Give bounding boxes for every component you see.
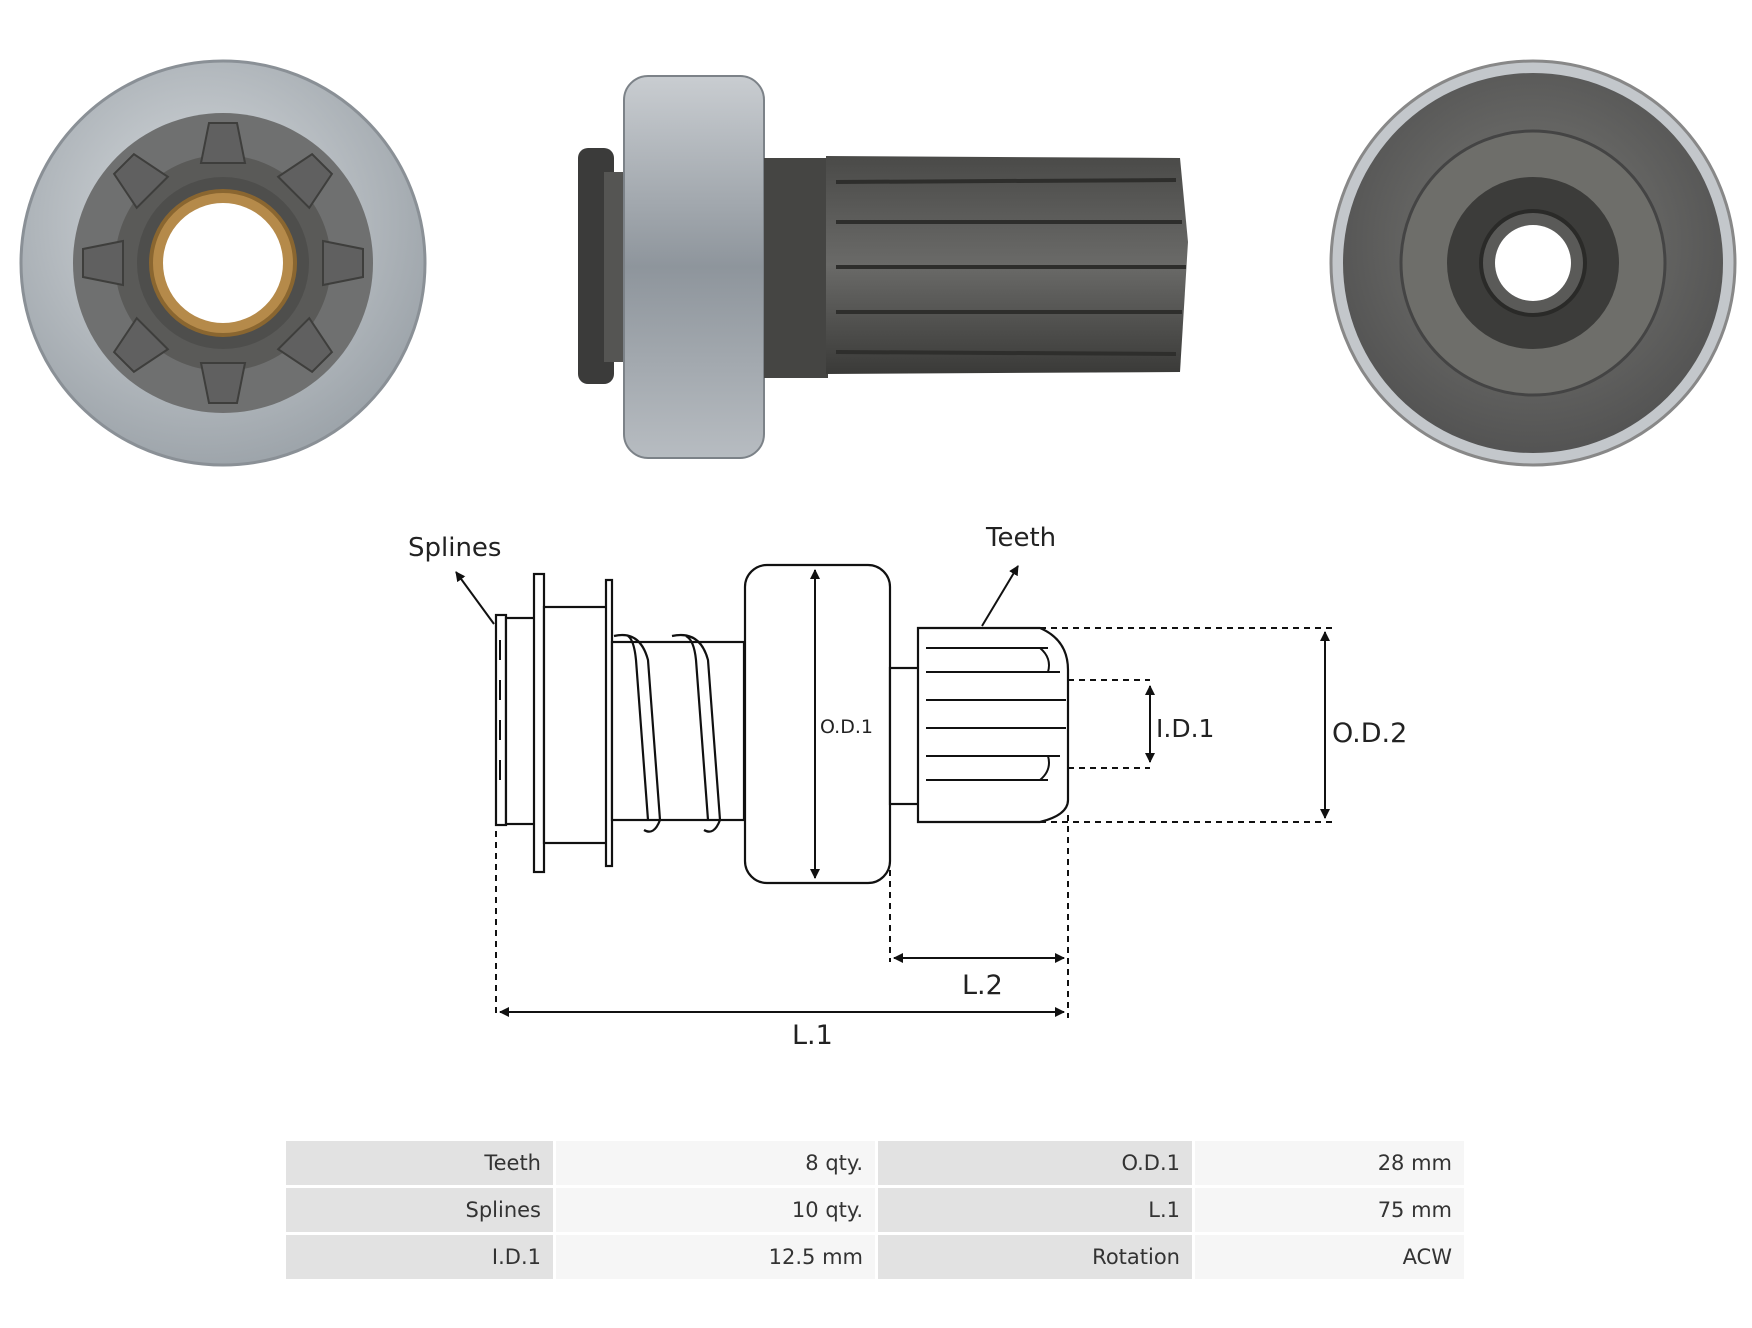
spec-label: I.D.1	[286, 1235, 553, 1279]
extension-lines	[495, 627, 1332, 1018]
table-row: Splines 10 qty. L.1 75 mm	[286, 1188, 1464, 1232]
spec-value: 10 qty.	[556, 1188, 875, 1232]
spec-value: 12.5 mm	[556, 1235, 875, 1279]
splines-label: Splines	[408, 533, 501, 563]
table-row: Teeth 8 qty. O.D.1 28 mm	[286, 1141, 1464, 1185]
rear-bore	[1495, 225, 1571, 301]
teeth-pointer	[981, 565, 1019, 627]
spec-table: Teeth 8 qty. O.D.1 28 mm Splines 10 qty.…	[283, 1138, 1467, 1282]
spec-label: Rotation	[878, 1235, 1192, 1279]
side-view-photo	[578, 75, 1188, 459]
l1-label: L.1	[792, 1020, 833, 1051]
splines-pointer	[455, 571, 495, 625]
dimension-arrows	[455, 565, 1330, 1017]
spline-end	[504, 616, 538, 826]
spec-value: 28 mm	[1195, 1141, 1464, 1185]
pinion-body	[916, 626, 1070, 824]
spring-coils	[613, 633, 722, 833]
id1-label: I.D.1	[1156, 714, 1214, 743]
spring-barrel	[610, 640, 746, 822]
bore	[163, 203, 283, 323]
pinion-teeth-lines	[926, 647, 1066, 781]
pinion-neck	[888, 666, 922, 806]
rear-view-photo	[1329, 59, 1737, 467]
front-view-photo	[19, 59, 427, 467]
spec-value: 75 mm	[1195, 1188, 1464, 1232]
l2-label: L.2	[962, 970, 1003, 1001]
spec-label: O.D.1	[878, 1141, 1192, 1185]
spec-label: Teeth	[286, 1141, 553, 1185]
spec-label: L.1	[878, 1188, 1192, 1232]
table-row: I.D.1 12.5 mm Rotation ACW	[286, 1235, 1464, 1279]
spec-value: 8 qty.	[556, 1141, 875, 1185]
od2-label: O.D.2	[1332, 718, 1407, 749]
teeth-label: Teeth	[985, 523, 1056, 553]
spec-value: ACW	[1195, 1235, 1464, 1279]
rear-flange	[532, 572, 546, 874]
dimension-diagram: Splines Teeth O.D.1 I.D.1 O.D.2 L.2 L.1	[408, 523, 1407, 1051]
spec-label: Splines	[286, 1188, 553, 1232]
clutch-housing	[623, 75, 765, 459]
pinion-gear-icon	[82, 122, 364, 404]
rear-sleeve	[542, 605, 610, 845]
od1-label: O.D.1	[820, 716, 873, 738]
neck	[764, 158, 828, 378]
